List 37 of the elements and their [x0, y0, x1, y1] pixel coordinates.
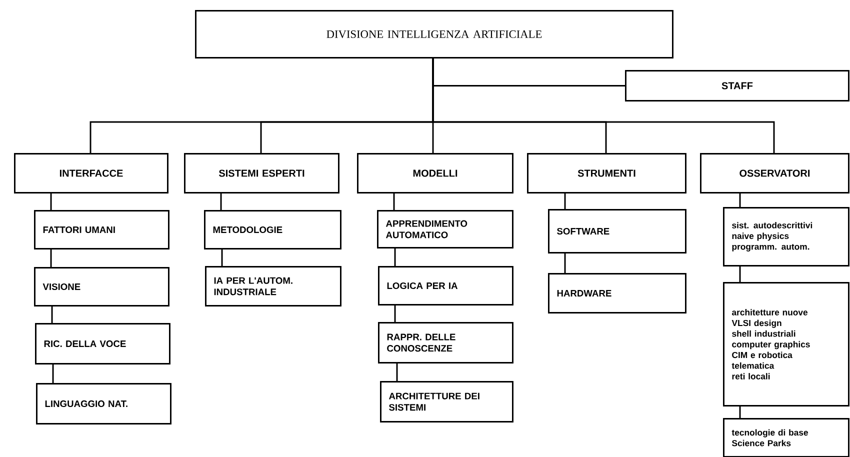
department-box: SISTEMI ESPERTI [184, 153, 340, 194]
connector-line [221, 249, 223, 266]
department-box: MODELLI [357, 153, 514, 194]
unit-box: SOFTWARE [548, 209, 686, 254]
department-box: INTERFACCE [14, 153, 168, 194]
connector-line [393, 193, 395, 210]
topic-list-box: tecnologie di base Science Parks [723, 418, 850, 457]
unit-box: ARCHITETTURE DEI SISTEMI [380, 381, 514, 422]
department-box: OSSERVATORI [700, 153, 850, 194]
connector-line [739, 406, 741, 418]
unit-box: RIC. DELLA VOCE [35, 323, 170, 364]
connector-line [50, 193, 52, 210]
department-box: STAFF [625, 70, 850, 102]
unit-box: HARDWARE [548, 273, 686, 314]
connector-line [394, 248, 396, 266]
unit-box: RAPPR. DELLE CONOSCENZE [378, 322, 514, 364]
division-box: DIVISIONE INTELLIGENZA ARTIFICIALE [195, 10, 674, 58]
unit-box: APPRENDIMENTO AUTOMATICO [377, 210, 514, 248]
connector-line [51, 306, 53, 323]
connector-line [564, 253, 566, 273]
connector-line [396, 363, 398, 381]
unit-box: IA PER L'AUTOM. INDUSTRIALE [205, 266, 342, 306]
connector-line [220, 193, 222, 210]
topic-list-box: architetture nuove VLSI design shell industriali computer graphics CIM e robotica telematica reti locali [723, 282, 850, 406]
topic-list-box: sist. autodescrittivi naive physics programm. autom. [723, 207, 850, 266]
connector-line [739, 266, 741, 282]
unit-box: VISIONE [34, 267, 170, 306]
connector-line [739, 193, 741, 207]
unit-box: METODOLOGIE [204, 210, 342, 250]
connector-line [50, 249, 52, 267]
unit-box: LINGUAGGIO NAT. [36, 383, 172, 424]
department-box: STRUMENTI [527, 153, 686, 194]
unit-box: LOGICA PER IA [378, 266, 514, 306]
unit-box: FATTORI UMANI [34, 210, 170, 250]
connector-line [394, 305, 396, 322]
connector-line [564, 193, 566, 209]
connector-line [52, 364, 54, 383]
